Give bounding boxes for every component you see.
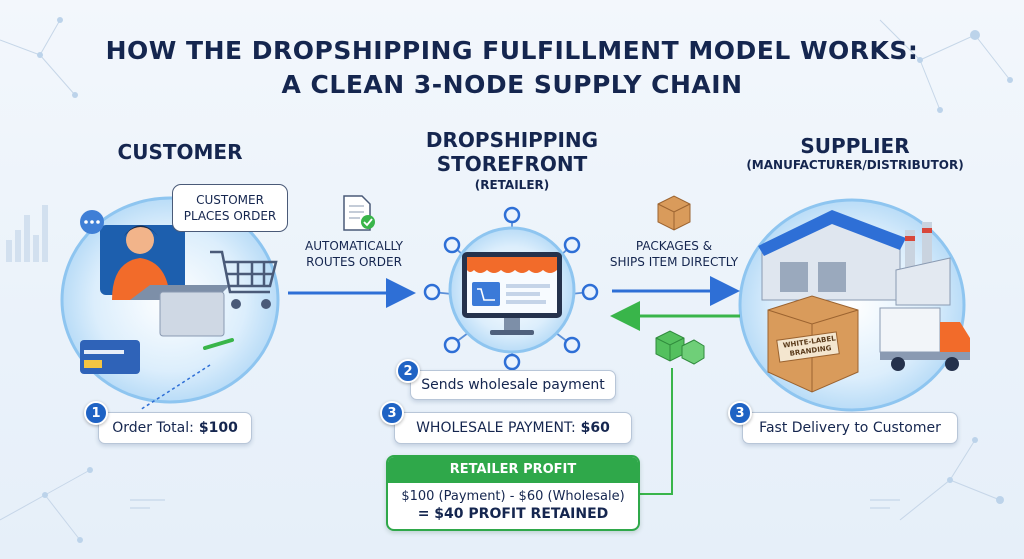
supplier-illustration — [738, 198, 970, 412]
routes-line1: AUTOMATICALLY — [305, 239, 403, 253]
wholesale-payment-label: WHOLESALE PAYMENT: — [416, 420, 576, 436]
green-package-icon — [655, 330, 705, 365]
routes-line2: ROUTES ORDER — [306, 255, 402, 269]
page-title-line2: A CLEAN 3-NODE SUPPLY CHAIN — [281, 70, 743, 99]
bubble-line1: CUSTOMER — [196, 193, 264, 207]
step-3-badge-storefront: 3 — [380, 401, 404, 425]
fast-delivery-text: Fast Delivery to Customer — [759, 420, 941, 436]
ships-line2: SHIPS ITEM DIRECTLY — [609, 255, 739, 269]
ships-line1: PACKAGES & — [635, 239, 713, 253]
package-icon — [657, 195, 691, 231]
bubble-line2: PLACES ORDER — [183, 209, 277, 223]
customer-illustration — [60, 196, 280, 411]
page-title-line1: HOW THE DROPSHIPPING FULFILLMENT MODEL W… — [105, 36, 919, 65]
step2-text: Sends wholesale payment — [421, 377, 605, 393]
profit-connector-line — [638, 368, 673, 495]
storefront-header-line1: DROPSHIPPING — [425, 128, 599, 152]
retailer-profit-header: RETAILER PROFIT — [388, 457, 638, 483]
customer-header: CUSTOMER — [117, 140, 243, 164]
ships-item-caption: PACKAGES & SHIPS ITEM DIRECTLY — [598, 238, 750, 270]
storefront-subheader: (RETAILER) — [474, 178, 550, 192]
customer-speech-bubble: CUSTOMER PLACES ORDER — [172, 184, 288, 232]
wholesale-payment-pill: WHOLESALE PAYMENT:$60 — [394, 412, 632, 444]
profit-formula: $100 (Payment) - $60 (Wholesale) — [401, 489, 625, 504]
storefront-header-line2: STOREFRONT — [436, 152, 588, 176]
storefront-header: DROPSHIPPING STOREFRONT — [402, 128, 622, 176]
step-1-badge: 1 — [84, 401, 108, 425]
fast-delivery-pill: Fast Delivery to Customer — [742, 412, 958, 444]
wholesale-payment-sent-pill: Sends wholesale payment — [410, 370, 616, 400]
routes-order-caption: AUTOMATICALLY ROUTES ORDER — [290, 238, 418, 270]
order-total-label: Order Total: — [112, 420, 194, 436]
step-2-badge: 2 — [396, 359, 420, 383]
order-total-pill: Order Total:$100 — [98, 412, 252, 444]
order-total-value: $100 — [198, 420, 238, 436]
retailer-profit-box: RETAILER PROFIT $100 (Payment) - $60 (Wh… — [386, 455, 640, 531]
wholesale-payment-value: $60 — [580, 420, 610, 436]
supplier-subheader: (MANUFACTURER/DISTRIBUTOR) — [746, 158, 964, 172]
storefront-illustration — [423, 206, 599, 371]
step-3-badge-supplier: 3 — [728, 401, 752, 425]
order-document-icon — [343, 195, 375, 231]
supplier-header: SUPPLIER — [800, 134, 910, 158]
profit-result: = $40 PROFIT RETAINED — [417, 506, 609, 522]
